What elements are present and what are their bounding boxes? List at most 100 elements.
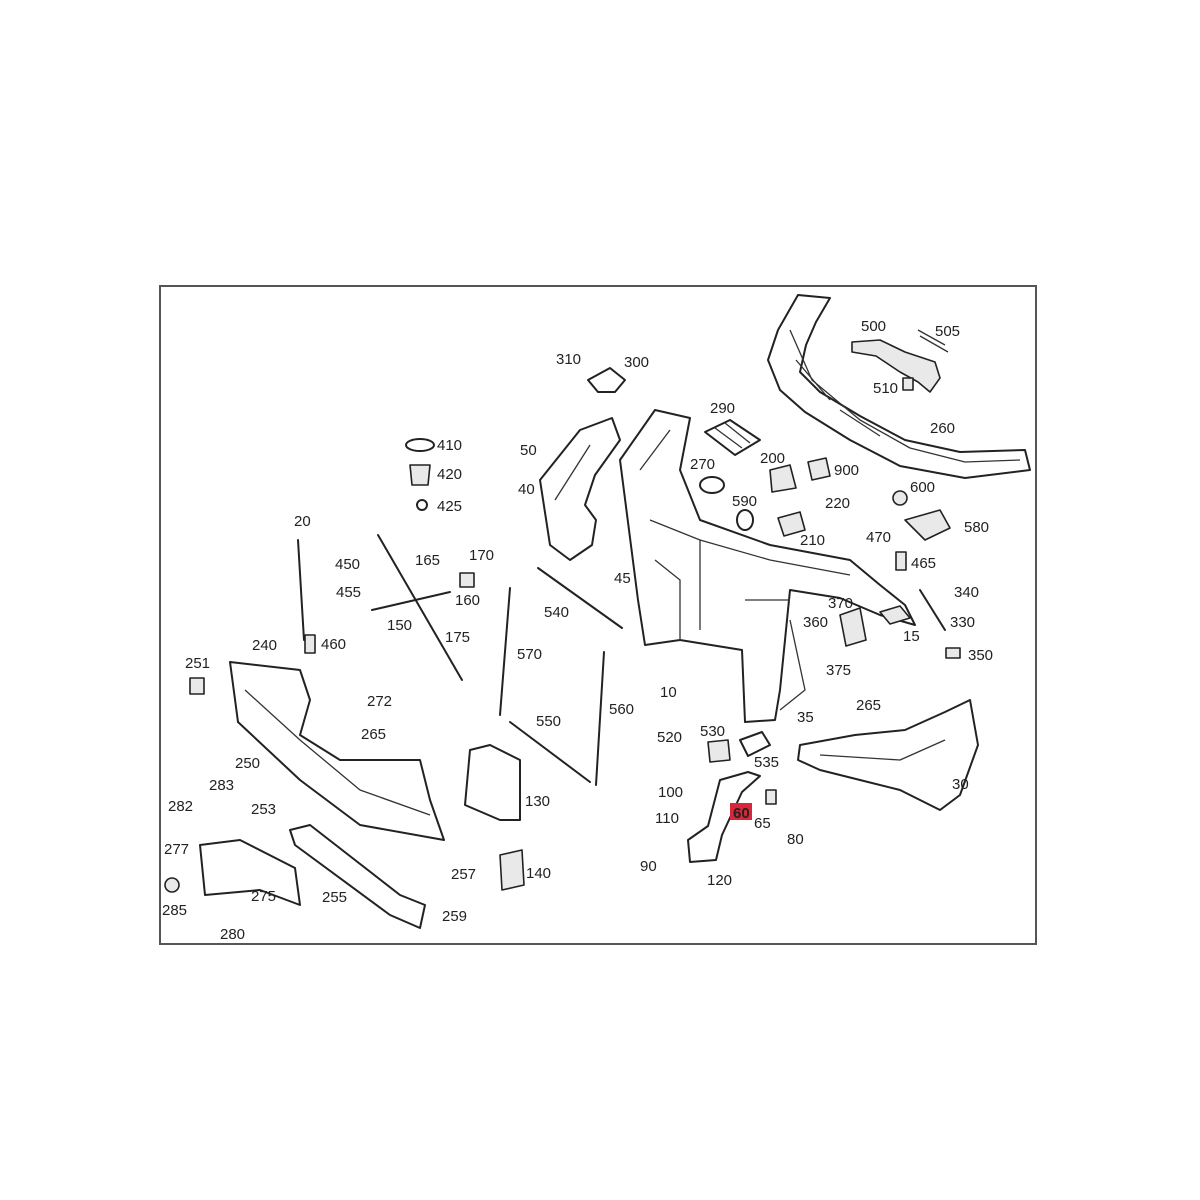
part-200 (769, 464, 797, 493)
part-290-grille (704, 419, 761, 456)
callout-460: 460 (321, 636, 346, 653)
callout-283: 283 (209, 777, 234, 794)
part-260-bumper-carrier (767, 294, 1031, 479)
part-350 (945, 647, 961, 659)
part-255 (289, 824, 426, 929)
callout-510: 510 (873, 380, 898, 397)
part-600 (892, 490, 908, 506)
part-140 (499, 849, 525, 891)
part-15-clip (879, 605, 911, 625)
callout-253: 253 (251, 801, 276, 818)
part-465 (895, 551, 907, 571)
callout-150: 150 (387, 617, 412, 634)
callout-251: 251 (185, 655, 210, 672)
callout-500: 500 (861, 318, 886, 335)
callout-277: 277 (164, 841, 189, 858)
part-160 (459, 572, 475, 588)
callout-200: 200 (760, 450, 785, 467)
callout-65: 65 (754, 815, 771, 832)
callout-465: 465 (911, 555, 936, 572)
callout-15: 15 (903, 628, 920, 645)
callout-505: 505 (935, 323, 960, 340)
callout-420: 420 (437, 466, 462, 483)
callout-100: 100 (658, 784, 683, 801)
callout-260: 260 (930, 420, 955, 437)
part-900 (807, 457, 831, 481)
callout-282: 282 (168, 798, 193, 815)
part-300-clip (587, 367, 626, 393)
part-10-front-module (619, 409, 916, 723)
callout-130: 130 (525, 793, 550, 810)
callout-550: 550 (536, 713, 561, 730)
callout-330: 330 (950, 614, 975, 631)
callout-272: 272 (367, 693, 392, 710)
callout-240: 240 (252, 637, 277, 654)
part-530 (707, 739, 731, 763)
callout-257: 257 (451, 866, 476, 883)
callout-300: 300 (624, 354, 649, 371)
callout-60-highlight (730, 803, 752, 820)
callout-35: 35 (797, 709, 814, 726)
callout-370: 370 (828, 595, 853, 612)
part-420-buffer (409, 464, 431, 486)
callout-165: 165 (415, 552, 440, 569)
callout-175: 175 (445, 629, 470, 646)
callout-900: 900 (834, 462, 859, 479)
callout-535: 535 (754, 754, 779, 771)
callout-140: 140 (526, 865, 551, 882)
callout-220: 220 (825, 495, 850, 512)
part-540-strip (537, 567, 623, 629)
callout-255: 255 (322, 889, 347, 906)
part-275 (199, 839, 301, 906)
part-360-bracket (839, 607, 867, 647)
part-550-strip (509, 721, 591, 783)
part-460 (304, 634, 316, 654)
part-535 (739, 731, 771, 757)
part-251 (189, 677, 205, 695)
callout-210: 210 (800, 532, 825, 549)
callout-360: 360 (803, 614, 828, 631)
callout-40: 40 (518, 481, 535, 498)
callout-560: 560 (609, 701, 634, 718)
part-210 (777, 511, 806, 537)
callout-375: 375 (826, 662, 851, 679)
part-65 (765, 789, 777, 805)
callout-540: 540 (544, 604, 569, 621)
callout-110: 110 (655, 810, 679, 827)
callout-250: 250 (235, 755, 260, 772)
callout-425: 425 (437, 498, 462, 515)
callout-80: 80 (787, 831, 804, 848)
callout-60: 60 (733, 805, 750, 822)
part-40-bracket (539, 417, 621, 561)
part-20-rod (297, 539, 305, 641)
callout-265-left: 265 (361, 726, 386, 743)
part-250-crossmember (229, 661, 445, 841)
callout-470: 470 (866, 529, 891, 546)
callout-590: 590 (732, 493, 757, 510)
callout-280: 280 (220, 926, 245, 943)
part-150-cross-brace (371, 534, 463, 681)
callout-labels: 10 15 20 30 35 40 45 50 60 65 80 90 100 … (162, 318, 993, 943)
part-330 (919, 589, 946, 631)
callout-30: 30 (952, 776, 969, 793)
callout-285: 285 (162, 902, 187, 919)
callout-580: 580 (964, 519, 989, 536)
part-410-seal (405, 438, 435, 452)
part-580 (904, 509, 951, 541)
callout-259: 259 (442, 908, 467, 925)
callout-275: 275 (251, 888, 276, 905)
callout-340: 340 (954, 584, 979, 601)
callout-265-right: 265 (856, 697, 881, 714)
callout-600: 600 (910, 479, 935, 496)
part-570-strip (499, 587, 511, 716)
callout-10: 10 (660, 684, 677, 701)
part-60-bracket (687, 771, 761, 863)
part-425-nut (416, 499, 428, 511)
part-560-strip (595, 651, 605, 786)
callout-450: 450 (335, 556, 360, 573)
callout-570: 570 (517, 646, 542, 663)
callout-350: 350 (968, 647, 993, 664)
callout-160: 160 (455, 592, 480, 609)
part-500-bracket (851, 329, 949, 393)
